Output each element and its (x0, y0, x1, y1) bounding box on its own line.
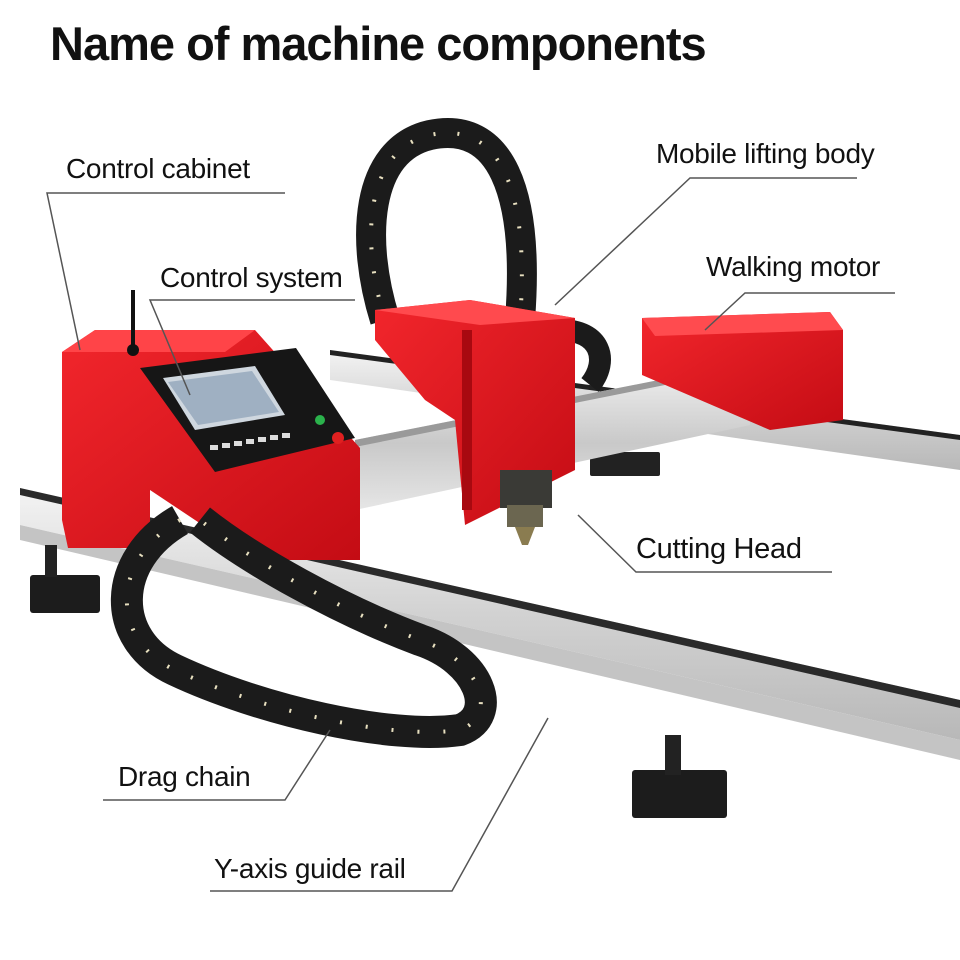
leader-control-cabinet (46, 192, 285, 351)
page-title: Name of machine components (50, 17, 707, 70)
leader-y-axis-guide-rail (210, 717, 549, 892)
label-cutting-head: Cutting Head (636, 533, 802, 565)
rail-foot-right (632, 735, 727, 818)
walking-motor-housing (642, 312, 843, 430)
label-y-axis-guide-rail: Y-axis guide rail (214, 853, 406, 884)
label-drag-chain: Drag chain (118, 761, 251, 792)
leader-cutting-head (577, 514, 832, 573)
leader-mobile-lifting-body (554, 177, 857, 306)
cutting-head (500, 470, 552, 545)
label-control-cabinet: Control cabinet (66, 153, 250, 184)
mobile-lifting-body (375, 300, 575, 525)
control-system-panel (140, 348, 355, 472)
label-control-system: Control system (160, 262, 343, 293)
label-walking-motor: Walking motor (706, 251, 880, 282)
leader-drag-chain (103, 729, 331, 801)
rail-foot-back (590, 452, 660, 476)
label-mobile-lifting-body: Mobile lifting body (656, 138, 875, 169)
leader-control-system (148, 299, 355, 396)
rail-foot-left (30, 545, 100, 613)
leader-walking-motor (704, 292, 895, 331)
leader-lines (46, 177, 895, 892)
drag-chain (110, 506, 497, 748)
